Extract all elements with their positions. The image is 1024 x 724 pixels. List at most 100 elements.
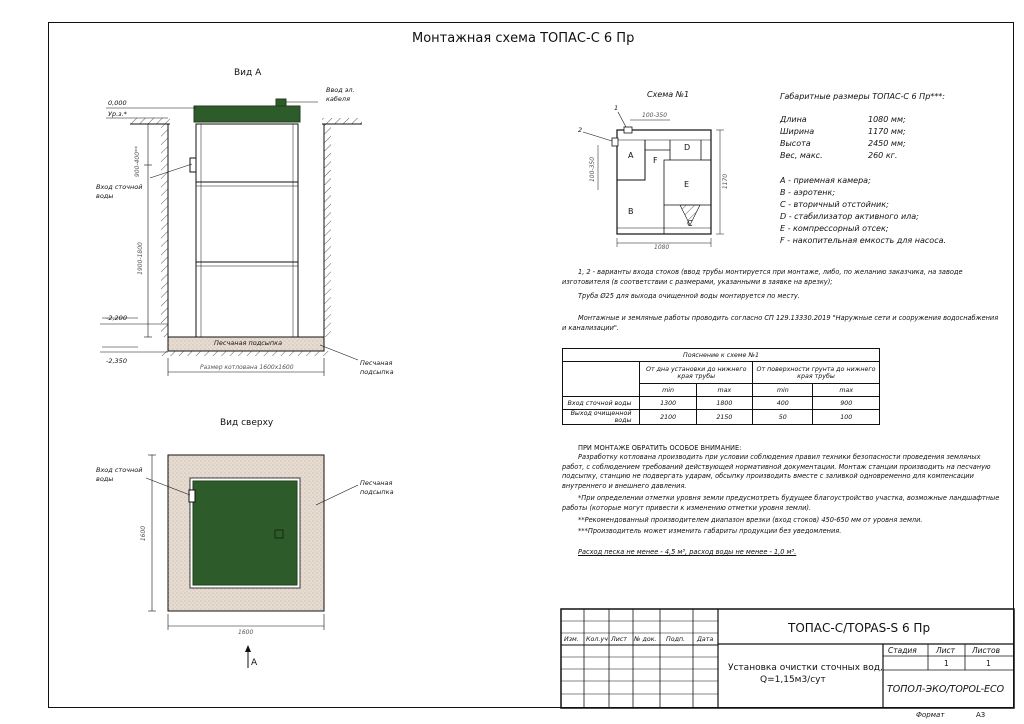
explanation-table: Пояснение к схеме №1 От дна установки до… bbox=[561, 348, 880, 425]
footnote-3: ***Производитель может изменить габариты… bbox=[578, 527, 842, 535]
stamp-stage-label: Стадия bbox=[888, 646, 917, 655]
scheme-dim-width: 1080 bbox=[654, 244, 670, 251]
zone-d: D bbox=[684, 143, 691, 152]
legend-item: F - накопительная емкость для насоса. bbox=[780, 236, 947, 245]
stamp-sheet-value: 1 bbox=[944, 659, 949, 668]
stamp-company: ТОПОЛ-ЭКО/TOPOL-ECO bbox=[887, 684, 1005, 695]
dim-value-1: 1170 мм; bbox=[868, 127, 906, 136]
dim-value-0: 1080 мм; bbox=[868, 115, 906, 124]
table-row-label: Выход очищенной воды bbox=[561, 409, 641, 425]
stamp-header-podp: Подп. bbox=[666, 636, 686, 643]
title-block-lines bbox=[560, 608, 1015, 709]
table-max: max bbox=[812, 383, 880, 397]
table-caption: Пояснение к схеме №1 bbox=[562, 348, 880, 362]
table-cell: 2150 bbox=[695, 409, 754, 425]
dimensions-title: Габаритные размеры ТОПАС-С 6 Пр***: bbox=[780, 92, 945, 101]
format-label: Формат bbox=[916, 711, 945, 719]
footnote-2: **Рекомендованный производителем диапазо… bbox=[578, 516, 923, 524]
cable-inlet-text: Ввод эл. кабеля bbox=[326, 86, 355, 103]
zone-b: B bbox=[628, 207, 634, 216]
stamp-header-doc: № док. bbox=[634, 636, 657, 643]
depth-inlet-dim: 900-400** bbox=[134, 145, 142, 178]
level-2200: -2,200 bbox=[106, 314, 127, 322]
scheme-dim-top: 100-350 bbox=[642, 112, 668, 119]
scheme-title: Схема №1 bbox=[647, 90, 690, 99]
table-empty-head bbox=[561, 361, 641, 384]
table-min: min bbox=[639, 383, 697, 397]
table-row: Выход очищенной воды 2100 2150 50 100 bbox=[561, 409, 880, 425]
format-value: А3 bbox=[976, 711, 986, 719]
stamp-sheet-label: Лист bbox=[936, 646, 956, 655]
top-dim-bottom: 1600 bbox=[238, 629, 254, 636]
table-row: Вход сточной воды 1300 1800 400 900 bbox=[561, 396, 880, 410]
cable-inlet-label: Ввод эл. кабеля bbox=[326, 86, 366, 104]
depth-body-dim: 1900-1800 bbox=[136, 242, 144, 275]
view-arrow-label: А bbox=[251, 658, 258, 668]
scheme-num-1: 1 bbox=[614, 104, 619, 112]
legend-item: E - компрессорный отсек; bbox=[780, 224, 889, 233]
stamp-header-date: Дата bbox=[697, 636, 714, 643]
zone-c: C bbox=[687, 219, 693, 228]
zone-a: A bbox=[628, 151, 634, 160]
legend-item: A - приемная камера; bbox=[780, 176, 871, 185]
sand-bed-inside: Песчаная подсыпка bbox=[214, 339, 283, 347]
attention-title: ПРИ МОНТАЖЕ ОБРАТИТЬ ОСОБОЕ ВНИМАНИЕ: bbox=[578, 444, 742, 452]
dim-name-3: Вес, макс. bbox=[780, 151, 823, 160]
dim-name-2: Высота bbox=[780, 139, 811, 148]
drawing-frame bbox=[48, 22, 1014, 708]
table-cell: 900 bbox=[812, 396, 880, 410]
legend-item: D - стабилизатор активного ила; bbox=[780, 212, 919, 221]
stamp-desc-line1: Установка очистки сточных вод, bbox=[728, 663, 883, 673]
material-consumption: Расход песка не менее - 4,5 м³, расход в… bbox=[578, 548, 797, 556]
stamp-product: ТОПАС-С/TOPAS-S 6 Пр bbox=[788, 621, 931, 635]
page-title: Монтажная схема ТОПАС-С 6 Пр bbox=[412, 31, 635, 46]
attention-text: Разработку котлована производить при усл… bbox=[562, 453, 991, 490]
zone-e: E bbox=[684, 180, 690, 189]
stamp-header-kol: Кол.уч bbox=[586, 636, 608, 643]
scheme-dim-height: 1170 bbox=[722, 173, 730, 190]
level-zero: 0,000 bbox=[108, 99, 127, 107]
table-col1-header: От дна установки до нижнего края трубы bbox=[639, 361, 754, 384]
top-sewage-inlet-label: Вход сточной воды bbox=[96, 466, 143, 483]
stamp-header-izm: Изм. bbox=[564, 636, 579, 643]
stamp-sheets-label: Листов bbox=[972, 646, 1001, 655]
stamp-desc-line2: Q=1,15м3/сут bbox=[760, 675, 826, 685]
footnote-1: *При определении отметки уровня земли пр… bbox=[562, 494, 1000, 512]
dim-name-1: Ширина bbox=[780, 127, 815, 136]
scheme-dim-left: 100-350 bbox=[589, 156, 597, 183]
ground-level: Ур.з.* bbox=[108, 110, 127, 118]
note-outlet-pipe: Труба Ø25 для выхода очищенной воды монт… bbox=[578, 292, 800, 300]
legend-item: C - вторичный отстойник; bbox=[780, 200, 889, 209]
table-cell: 50 bbox=[752, 409, 814, 425]
stamp-header-list: Лист bbox=[611, 636, 627, 643]
dim-value-2: 2450 мм; bbox=[868, 139, 906, 148]
stamp-sheets-value: 1 bbox=[986, 659, 991, 668]
table-cell: 1800 bbox=[695, 396, 754, 410]
table-cell: 100 bbox=[812, 409, 880, 425]
zone-f: F bbox=[653, 156, 658, 165]
sewage-inlet-label: Вход сточной воды bbox=[96, 183, 143, 200]
view-top-section bbox=[145, 454, 359, 668]
dim-value-3: 260 кг. bbox=[868, 151, 898, 160]
table-min: min bbox=[752, 383, 814, 397]
level-2350: -2,350 bbox=[106, 357, 127, 365]
table-cell: 1300 bbox=[639, 396, 697, 410]
top-sand-bed-label: Песчаная подсыпка bbox=[360, 479, 394, 496]
view-a-section bbox=[100, 98, 362, 376]
scheme-num-2: 2 bbox=[578, 126, 583, 134]
note-standard: Монтажные и земляные работы проводить со… bbox=[562, 314, 999, 332]
scheme-1 bbox=[582, 111, 724, 247]
note-inlets: 1, 2 - варианты входа стоков (ввод трубы… bbox=[562, 268, 963, 286]
sand-bed-label: Песчаная подсыпка bbox=[360, 359, 394, 376]
table-max: max bbox=[695, 383, 754, 397]
legend-item: B - аэротенк; bbox=[780, 188, 836, 197]
dim-name-0: Длина bbox=[780, 115, 807, 124]
table-row-label: Вход сточной воды bbox=[561, 396, 641, 410]
view-top-label: Вид сверху bbox=[220, 418, 274, 428]
pit-size-dim: Размер котлована 1600x1600 bbox=[200, 364, 294, 371]
table-empty-sub bbox=[561, 383, 641, 397]
view-a-label: Вид А bbox=[234, 68, 262, 78]
table-cell: 2100 bbox=[639, 409, 697, 425]
table-cell: 400 bbox=[752, 396, 814, 410]
